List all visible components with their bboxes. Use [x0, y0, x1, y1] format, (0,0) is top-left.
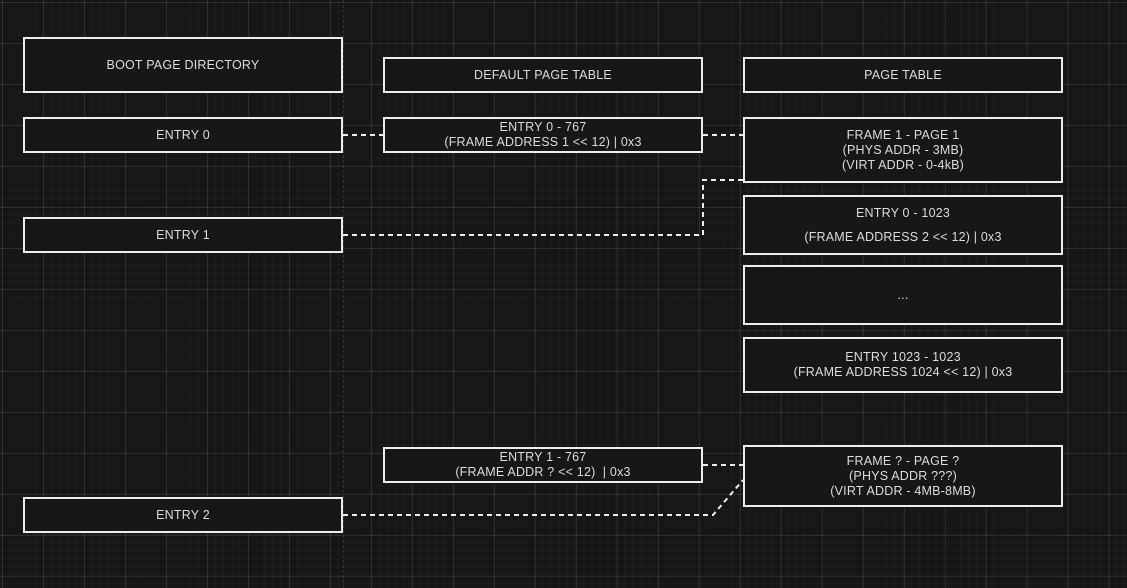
default-page-table-entry-1-line2: (FRAME ADDR ? << 12) | 0x3: [455, 465, 631, 479]
boot-entry-2-label: ENTRY 2: [156, 507, 210, 522]
page-table-entry-0-line1: ENTRY 0 - 1023: [855, 205, 951, 220]
boot-entry-0-label: ENTRY 0: [156, 127, 210, 142]
page-table-ellipsis-row[interactable]: ...: [743, 265, 1063, 325]
boot-entry-2[interactable]: ENTRY 2: [23, 497, 343, 533]
page-table-frame-1-line3: (VIRT ADDR - 0-4kB): [841, 157, 965, 172]
connector-boot-entry2-to-pt-frame-unknown: [343, 479, 744, 516]
boot-page-directory-header[interactable]: BOOT PAGE DIRECTORY: [23, 37, 343, 93]
page-table-header-label: PAGE TABLE: [864, 67, 942, 82]
page-table-entry-0-line2: (FRAME ADDRESS 2 << 12) | 0x3: [804, 229, 1002, 244]
page-table-entry-1023[interactable]: ENTRY 1023 - 1023 (FRAME ADDRESS 1024 <<…: [743, 337, 1063, 393]
default-page-table-header[interactable]: DEFAULT PAGE TABLE: [383, 57, 703, 93]
boot-entry-1-label: ENTRY 1: [156, 227, 210, 242]
connector-boot-entry1-to-pt-frame1: [343, 179, 743, 236]
page-table-frame-unknown-line2: (PHYS ADDR ???): [849, 468, 957, 483]
page-table-entry-0[interactable]: ENTRY 0 - 1023 (FRAME ADDRESS 2 << 12) |…: [743, 195, 1063, 255]
page-table-header[interactable]: PAGE TABLE: [743, 57, 1063, 93]
boot-entry-1[interactable]: ENTRY 1: [23, 217, 343, 253]
default-page-table-entry-0[interactable]: ENTRY 0 - 767 (FRAME ADDRESS 1 << 12) | …: [383, 117, 703, 153]
default-page-table-entry-0-line2: (FRAME ADDRESS 1 << 12) | 0x3: [444, 135, 642, 149]
page-table-frame-1-line1: FRAME 1 - PAGE 1: [846, 127, 960, 142]
default-page-table-entry-1-line1: ENTRY 1 - 767: [499, 450, 587, 464]
page-table-frame-1-line2: (PHYS ADDR - 3MB): [842, 142, 964, 157]
vertical-guide-line: [343, 0, 344, 588]
page-table-frame-1[interactable]: FRAME 1 - PAGE 1 (PHYS ADDR - 3MB) (VIRT…: [743, 117, 1063, 183]
default-page-table-entry-1[interactable]: ENTRY 1 - 767 (FRAME ADDR ? << 12) | 0x3: [383, 447, 703, 483]
page-table-frame-unknown[interactable]: FRAME ? - PAGE ? (PHYS ADDR ???) (VIRT A…: [743, 445, 1063, 507]
page-table-frame-unknown-line3: (VIRT ADDR - 4MB-8MB): [830, 483, 976, 498]
page-table-entry-1023-line1: ENTRY 1023 - 1023: [845, 350, 961, 364]
page-table-frame-unknown-line1: FRAME ? - PAGE ?: [846, 453, 960, 468]
boot-entry-0[interactable]: ENTRY 0: [23, 117, 343, 153]
default-page-table-entry-0-line1: ENTRY 0 - 767: [499, 120, 587, 134]
page-table-entry-1023-line2: (FRAME ADDRESS 1024 << 12) | 0x3: [793, 365, 1013, 379]
page-table-ellipsis-label: ...: [897, 287, 909, 302]
boot-page-directory-header-label: BOOT PAGE DIRECTORY: [106, 57, 260, 72]
default-page-table-header-label: DEFAULT PAGE TABLE: [474, 67, 612, 82]
